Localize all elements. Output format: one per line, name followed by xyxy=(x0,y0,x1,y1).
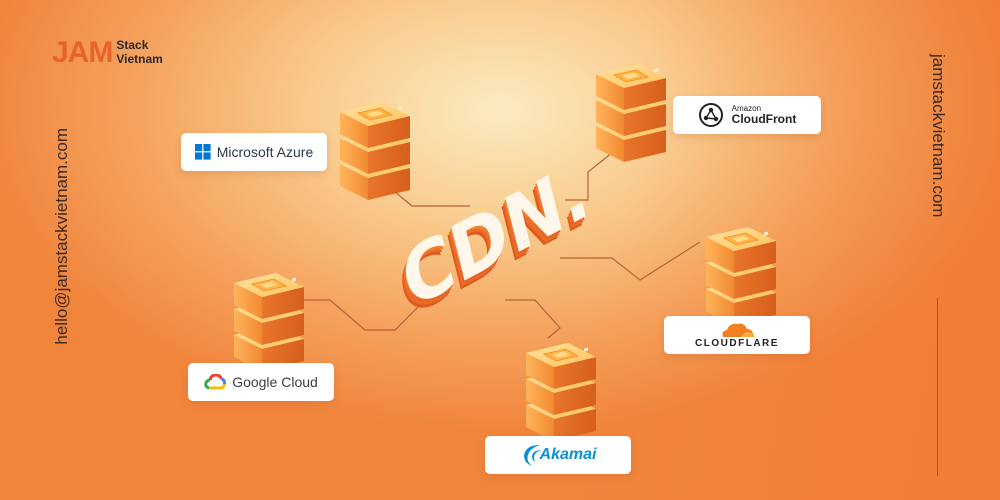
card-amazon-cloudfront[interactable]: Amazon CloudFront xyxy=(673,96,821,134)
cloud-icon xyxy=(717,321,757,337)
connector-google xyxy=(298,299,426,331)
server-akamai xyxy=(526,343,596,441)
cloudfront-icon xyxy=(698,102,724,128)
server-google xyxy=(234,273,304,371)
server-cloudfront xyxy=(596,64,666,162)
card-akamai[interactable]: Akamai xyxy=(485,436,631,474)
divider-line xyxy=(937,298,938,476)
card-microsoft-azure[interactable]: Microsoft Azure xyxy=(181,133,327,171)
card-google-cloud[interactable]: Google Cloud xyxy=(188,363,334,401)
akamai-wave-icon xyxy=(520,443,546,467)
connector-cloudfront xyxy=(565,147,619,201)
windows-icon xyxy=(194,144,211,160)
server-azure xyxy=(340,102,410,200)
cloudflare-name: CLOUDFLARE xyxy=(695,338,779,349)
server-cloudflare xyxy=(706,227,776,325)
cloudfront-line-1: Amazon xyxy=(731,103,762,113)
logo-line-1: Stack xyxy=(116,38,149,53)
cloudfront-text: Amazon CloudFront xyxy=(731,103,797,126)
logo-subtitle: Stack Vietnam xyxy=(116,38,163,67)
logo-line-2: Vietnam xyxy=(116,52,163,66)
cloudfront-line-2: CloudFront xyxy=(731,111,797,126)
google-cloud-icon xyxy=(204,373,227,390)
contact-email[interactable]: hello@jamstackvietnam.com xyxy=(52,128,71,345)
cloudflare-logo: CLOUDFLARE xyxy=(695,321,779,349)
akamai-name: Akamai xyxy=(539,446,597,463)
logo-jam: JAM xyxy=(52,36,113,69)
connector-akamai xyxy=(505,299,561,339)
jamstack-logo[interactable]: JAM Stack Vietnam xyxy=(52,38,163,68)
contact-website[interactable]: jamstackvietnam.com xyxy=(929,54,948,218)
azure-name: Microsoft Azure xyxy=(216,144,314,160)
google-name: Google Cloud xyxy=(232,374,318,390)
connector-cloudflare xyxy=(560,241,701,281)
card-cloudflare[interactable]: CLOUDFLARE xyxy=(664,316,810,354)
